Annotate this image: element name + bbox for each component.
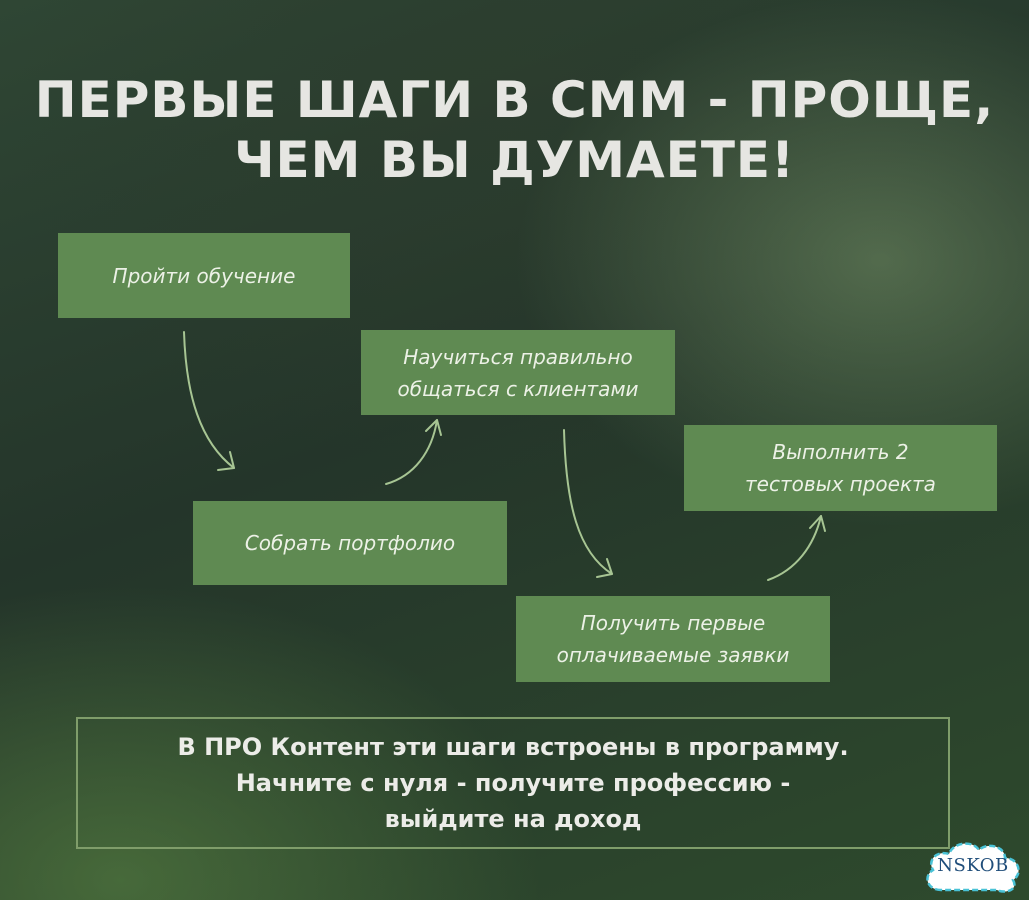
step-build-portfolio-line-1: Собрать портфолио — [244, 531, 456, 555]
step-learn-client-communication: Научиться правильно общаться с клиентами — [361, 330, 675, 415]
program-info-box: В ПРО Контент эти шаги встроены в програ… — [76, 717, 950, 849]
step-learn-client-communication-line-2: общаться с клиентами — [397, 376, 639, 401]
step-take-training-line-1: Пройти обучение — [112, 263, 296, 288]
step-build-portfolio: Собрать портфолио — [193, 501, 507, 585]
step-learn-client-communication-line-1: Научиться правильно — [403, 344, 633, 369]
arrow-portfolio-to-communicate — [385, 419, 442, 485]
arrow-orders-to-projects — [767, 515, 826, 581]
step-take-training: Пройти обучение — [58, 233, 350, 318]
step-test-projects: Выполнить 2 тестовых проекта — [684, 425, 997, 511]
program-info-line-3: выйдите на доход — [384, 805, 642, 833]
watermark-badge: NSKOB — [921, 838, 1025, 896]
step-first-paid-orders-line-1: Получить первые — [580, 611, 766, 635]
step-first-paid-orders-line-2: оплачиваемые заявки — [556, 643, 790, 667]
page-title: ПЕРВЫЕ ШАГИ В СММ - ПРОЩЕ, ЧЕМ ВЫ ДУМАЕТ… — [0, 70, 1029, 190]
cloud-icon — [926, 842, 1020, 893]
title-line-2: ЧЕМ ВЫ ДУМАЕТЕ! — [234, 131, 795, 189]
program-info-line-2: Начните с нуля - получите профессию - — [235, 769, 791, 797]
arrow-learn-to-portfolio — [183, 331, 235, 471]
title-line-1: ПЕРВЫЕ ШАГИ В СММ - ПРОЩЕ, — [34, 71, 995, 129]
watermark-text: NSKOB — [937, 855, 1009, 876]
arrow-communicate-to-orders — [563, 429, 613, 578]
step-test-projects-line-1: Выполнить 2 — [772, 440, 909, 464]
program-info-line-1: В ПРО Контент эти шаги встроены в програ… — [177, 733, 849, 761]
step-test-projects-line-2: тестовых проекта — [745, 472, 936, 496]
step-first-paid-orders: Получить первые оплачиваемые заявки — [516, 596, 830, 682]
